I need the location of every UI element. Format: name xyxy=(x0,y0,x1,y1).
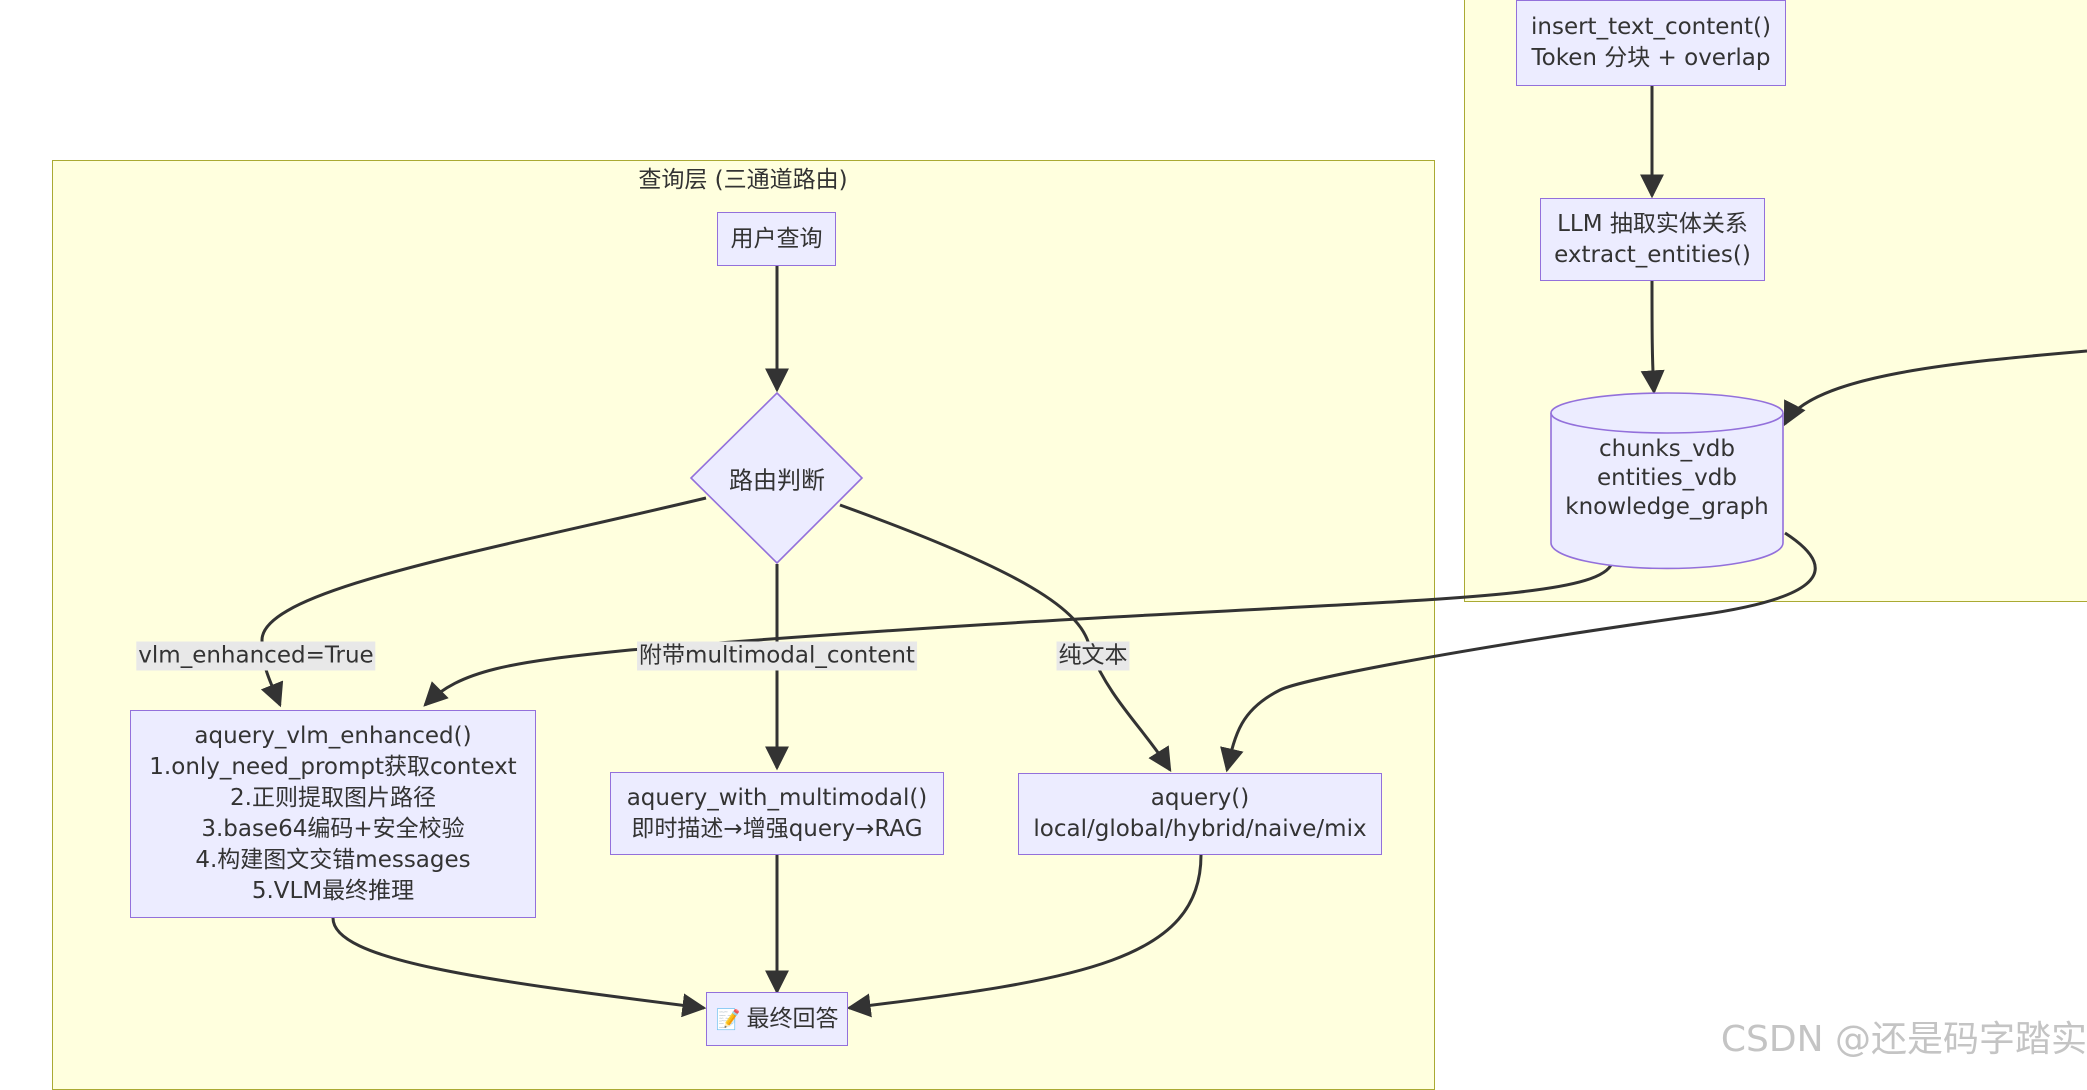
storage-db-line-3: knowledge_graph xyxy=(1565,494,1769,520)
storage-db-node: chunks_vdb entities_vdb knowledge_graph xyxy=(1565,435,1769,522)
multimodal-line-2: 即时描述→增强query→RAG xyxy=(631,815,923,842)
memo-icon: 📝 xyxy=(715,1006,741,1031)
insert-text-node: insert_text_content() Token 分块 + overlap xyxy=(1516,0,1786,86)
vlm-line-6: 5.VLM最终推理 xyxy=(251,878,415,904)
vlm-line-1: aquery_vlm_enhanced() xyxy=(194,723,472,749)
edge-storage-to-aquery xyxy=(1220,531,1817,773)
storage-db-line-2: entities_vdb xyxy=(1597,465,1737,491)
storage-db-line-1: chunks_vdb xyxy=(1599,436,1735,462)
edge-label-text: 纯文本 xyxy=(1056,641,1130,671)
aquery-line-2: local/global/hybrid/naive/mix xyxy=(1033,816,1367,842)
vlm-enhanced-node: aquery_vlm_enhanced() 1.only_need_prompt… xyxy=(130,710,536,918)
llm-extract-line-1: LLM 抽取实体关系 xyxy=(1557,210,1748,237)
edge-route-to-vlm xyxy=(260,496,707,708)
edge-label-multimodal: 附带multimodal_content xyxy=(637,641,917,671)
with-multimodal-node: aquery_with_multimodal() 即时描述→增强query→RA… xyxy=(610,772,944,855)
edge-right-to-storage xyxy=(1783,349,2087,427)
edge-route-to-aquery xyxy=(839,503,1172,773)
llm-extract-node: LLM 抽取实体关系 extract_entities() xyxy=(1540,198,1765,281)
query-layer-title: 查询层 (三通道路由) xyxy=(638,167,848,193)
watermark: CSDN @还是码字踏实 xyxy=(1720,1019,2087,1060)
vlm-line-2: 1.only_need_prompt获取context xyxy=(149,754,517,780)
user-query-node: 用户查询 xyxy=(717,212,836,266)
user-query-label: 用户查询 xyxy=(730,225,823,252)
multimodal-line-1: aquery_with_multimodal() xyxy=(626,784,928,811)
query-layer-cluster xyxy=(52,160,1435,1090)
final-answer-label: 最终回答 xyxy=(746,1005,839,1032)
edge-label-vlm: vlm_enhanced=True xyxy=(136,641,376,671)
vlm-line-4: 3.base64编码+安全校验 xyxy=(201,816,465,842)
edge-vlm-to-final xyxy=(331,917,707,1018)
vlm-line-3: 2.正则提取图片路径 xyxy=(230,785,436,811)
edge-llm-to-storage xyxy=(1640,280,1665,395)
edge-aquery-to-final xyxy=(846,854,1203,1018)
storage-cylinder xyxy=(1550,392,1784,570)
aquery-line-1: aquery() xyxy=(1150,785,1250,811)
route-decision-label: 路由判断 xyxy=(729,466,825,495)
insert-text-line-1: insert_text_content() xyxy=(1531,14,1771,40)
vlm-line-5: 4.构建图文交错messages xyxy=(195,847,471,873)
aquery-node: aquery() local/global/hybrid/naive/mix xyxy=(1018,773,1382,855)
final-answer-node: 📝 最终回答 xyxy=(706,992,848,1046)
edge-storage-to-vlm xyxy=(423,562,1614,707)
route-decision-diamond xyxy=(689,391,864,565)
insert-text-line-2: Token 分块 + overlap xyxy=(1531,45,1771,71)
llm-extract-line-2: extract_entities() xyxy=(1554,241,1751,268)
